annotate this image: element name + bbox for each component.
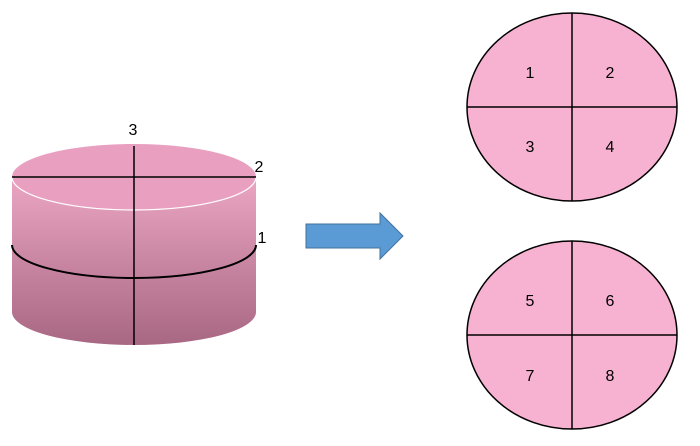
piece-label-6: 6 (606, 293, 615, 310)
piece-label-5: 5 (526, 293, 535, 310)
cut-label-3: 3 (129, 122, 138, 139)
cylinder (11, 144, 257, 345)
right-arrow-icon (305, 211, 404, 261)
cut-label-1: 1 (258, 230, 267, 247)
piece-label-1: 1 (526, 65, 535, 82)
cut-label-2: 2 (255, 159, 264, 176)
piece-label-7: 7 (526, 368, 535, 385)
piece-label-8: 8 (606, 368, 615, 385)
bottom-disk (466, 240, 678, 430)
piece-label-3: 3 (526, 139, 535, 156)
piece-label-2: 2 (606, 65, 615, 82)
piece-label-4: 4 (606, 139, 615, 156)
top-disk (466, 12, 678, 202)
